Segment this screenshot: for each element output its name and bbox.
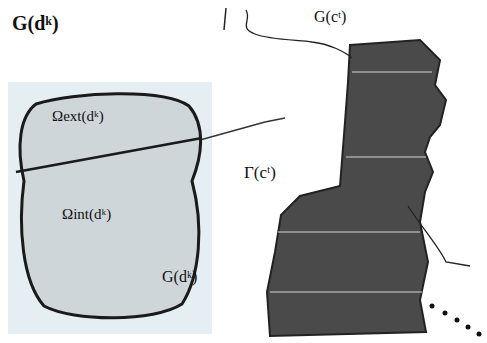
scan-streaks — [270, 72, 432, 292]
set-label: G(dᵏ) — [12, 12, 59, 34]
dot-trail — [155, 133, 482, 337]
region-blob: Ωext(dᵏ) Ωint(dᵏ) — [14, 86, 206, 324]
tick-mark — [224, 8, 226, 30]
region-shape — [267, 40, 446, 336]
set-label: G(cᵗ) — [314, 8, 346, 26]
blob-outline — [14, 86, 206, 324]
region-label: Ωext(dᵏ) — [52, 108, 104, 125]
scan-ground — [8, 82, 212, 334]
region-label: Ωint(dᵏ) — [62, 206, 111, 223]
leader-line — [200, 118, 285, 140]
set-label: G(dᵏ) — [162, 268, 197, 286]
set-label: Γ(cᵗ) — [244, 164, 276, 183]
leader-line — [408, 206, 470, 266]
